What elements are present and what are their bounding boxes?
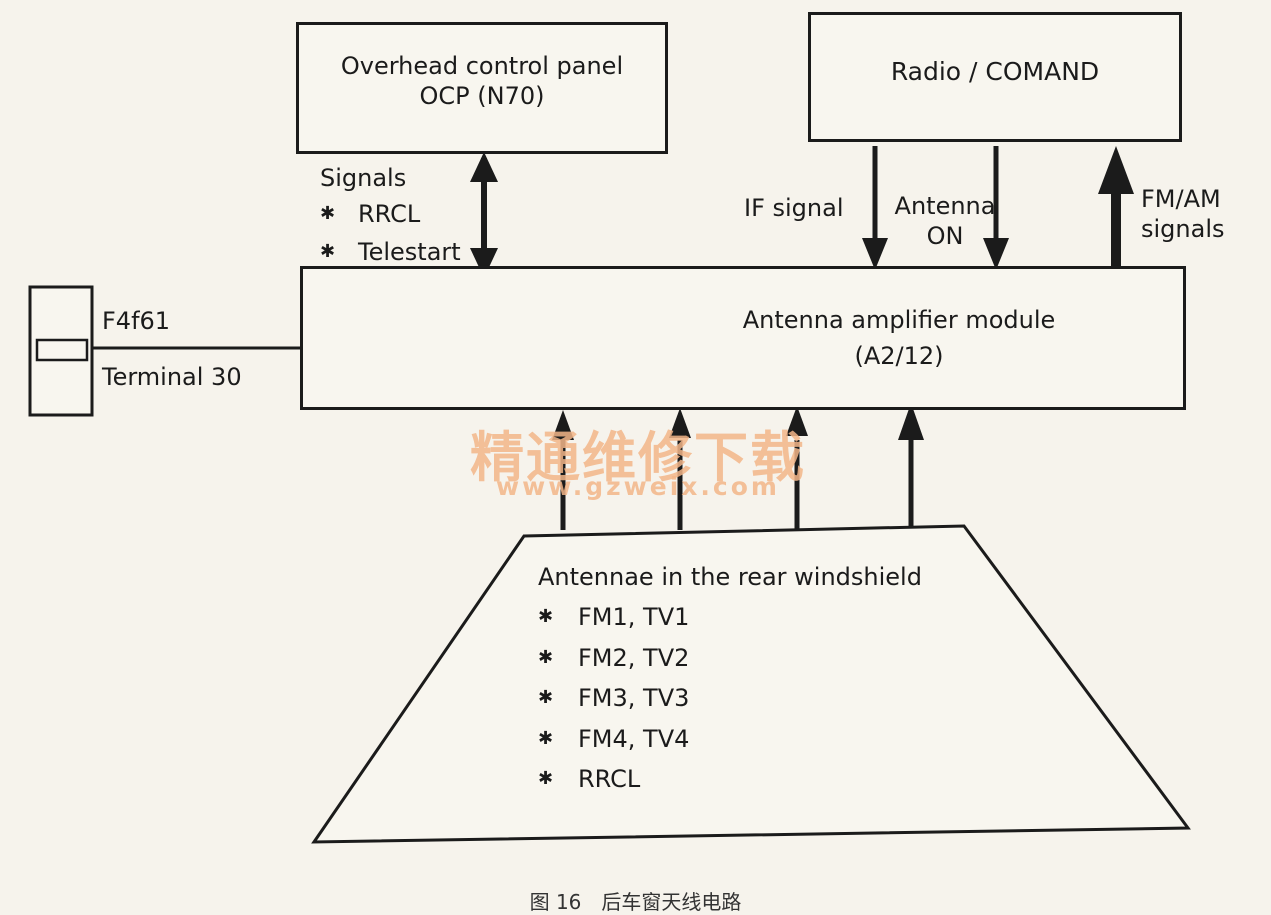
antenna-arrow-2 xyxy=(669,408,691,530)
ocp-bidirectional-arrow xyxy=(470,152,498,278)
if-signal-arrow xyxy=(862,146,888,270)
bullet-icon: ✱ xyxy=(538,768,554,789)
ocp-title: Overhead control panel xyxy=(340,52,624,80)
ocp-signal-item-2: ✱ Telestart xyxy=(320,238,461,266)
antenna-amplifier-box: Antenna amplifier module (A2/12) xyxy=(300,266,1186,410)
amplifier-code: (A2/12) xyxy=(854,342,944,370)
radio-comand-label: Radio / COMAND xyxy=(890,57,1100,86)
radio-comand-box: Radio / COMAND xyxy=(808,12,1182,142)
ocp-signals-heading: Signals xyxy=(320,164,407,192)
bullet-icon: ✱ xyxy=(538,687,554,708)
fuse-icon xyxy=(28,285,94,417)
fmam-signals-arrow xyxy=(1098,146,1134,268)
watermark-chinese: 精通维修下载 xyxy=(470,425,806,489)
antenna-arrow-1 xyxy=(552,410,574,530)
ocp-code: OCP (N70) xyxy=(419,82,545,110)
antenna-arrow-4 xyxy=(898,403,924,528)
antenna-item-4: ✱ FM4, TV4 xyxy=(538,725,690,753)
figure-caption: 图 16 后车窗天线电路 xyxy=(529,890,742,914)
amplifier-title: Antenna amplifier module xyxy=(742,306,1056,334)
watermark-url: www.gzweix.com xyxy=(496,472,780,501)
fmam-signals-label: FM/AM signals xyxy=(1141,185,1225,243)
bullet-icon: ✱ xyxy=(538,647,554,668)
antenna-item-3: ✱ FM3, TV3 xyxy=(538,684,690,712)
terminal-label: Terminal 30 xyxy=(102,363,242,391)
fuse-name: F4f61 xyxy=(102,307,171,335)
antenna-item-1: ✱ FM1, TV1 xyxy=(538,603,690,631)
bullet-icon: ✱ xyxy=(538,606,554,627)
bullet-icon: ✱ xyxy=(320,241,336,262)
ocp-box: Overhead control panel OCP (N70) xyxy=(296,22,668,154)
antenna-on-arrow xyxy=(983,146,1009,270)
antenna-item-2: ✱ FM2, TV2 xyxy=(538,644,690,672)
antenna-arrow-3 xyxy=(786,406,808,530)
antennae-heading: Antennae in the rear windshield xyxy=(538,563,922,591)
rear-windshield-shape xyxy=(311,524,1191,844)
antenna-item-5: ✱ RRCL xyxy=(538,765,641,793)
bullet-icon: ✱ xyxy=(320,203,336,224)
ocp-signal-item-1: ✱ RRCL xyxy=(320,200,421,228)
bullet-icon: ✱ xyxy=(538,728,554,749)
antenna-on-label: Antenna ON xyxy=(894,192,996,250)
if-signal-label: IF signal xyxy=(744,194,844,222)
